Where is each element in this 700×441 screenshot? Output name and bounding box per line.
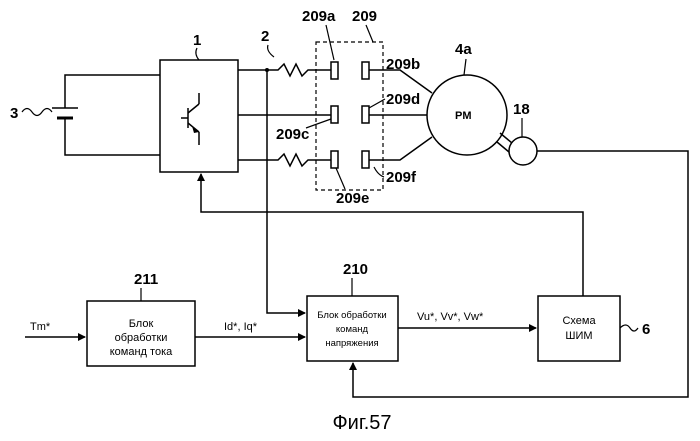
contact-d-label: 209d [386, 91, 420, 108]
voltage-commands-label: Vu*, Vv*, Vw* [417, 311, 484, 323]
contacts [331, 62, 369, 168]
current-block-ref: 211 [134, 271, 158, 288]
current-commands-label: Id*, Iq* [224, 321, 258, 333]
voltage-block-ref: 210 [343, 261, 368, 278]
contact-b-label: 209b [386, 56, 420, 73]
voltage-block-line-1: Блок обработки [317, 310, 386, 321]
pwm-ref: 6 [642, 321, 650, 338]
current-sensor-leader [268, 45, 274, 57]
current-block-line-3: команд тока [110, 346, 173, 358]
inverter-leader [196, 48, 199, 60]
contactor-group [316, 42, 383, 190]
encoder-ref: 18 [513, 101, 530, 118]
contact-c-label: 209c [276, 126, 309, 143]
motor-ref: 4a [455, 41, 472, 58]
torque-input-label: Tm* [30, 321, 51, 333]
pwm-block [538, 296, 620, 361]
inverter-ref: 1 [193, 32, 201, 49]
battery-leader [22, 109, 52, 116]
current-block-line-1: Блок [129, 318, 154, 330]
contact-a-label: 209a [302, 8, 336, 25]
voltage-block-line-3: напряжения [325, 338, 378, 349]
battery-ref: 3 [10, 105, 18, 122]
voltage-block-line-2: команд [336, 324, 369, 335]
motor-label: PM [455, 110, 472, 122]
phase-lines [238, 64, 331, 166]
contactor-group-ref: 209 [352, 8, 377, 25]
battery [52, 75, 160, 155]
contact-e-label: 209e [336, 190, 369, 207]
pwm-block-line-2: ШИМ [565, 330, 592, 342]
current-block-line-2: обработки [115, 332, 168, 344]
motor-feed-lines [369, 70, 432, 160]
inverter [160, 60, 238, 172]
pwm-block-line-1: Схема [562, 315, 596, 327]
contact-f-label: 209f [386, 169, 417, 186]
figure-caption: Фиг.57 [332, 412, 391, 434]
encoder [509, 137, 537, 165]
current-sensor-ref: 2 [261, 28, 269, 45]
pwm-leader [620, 325, 638, 331]
